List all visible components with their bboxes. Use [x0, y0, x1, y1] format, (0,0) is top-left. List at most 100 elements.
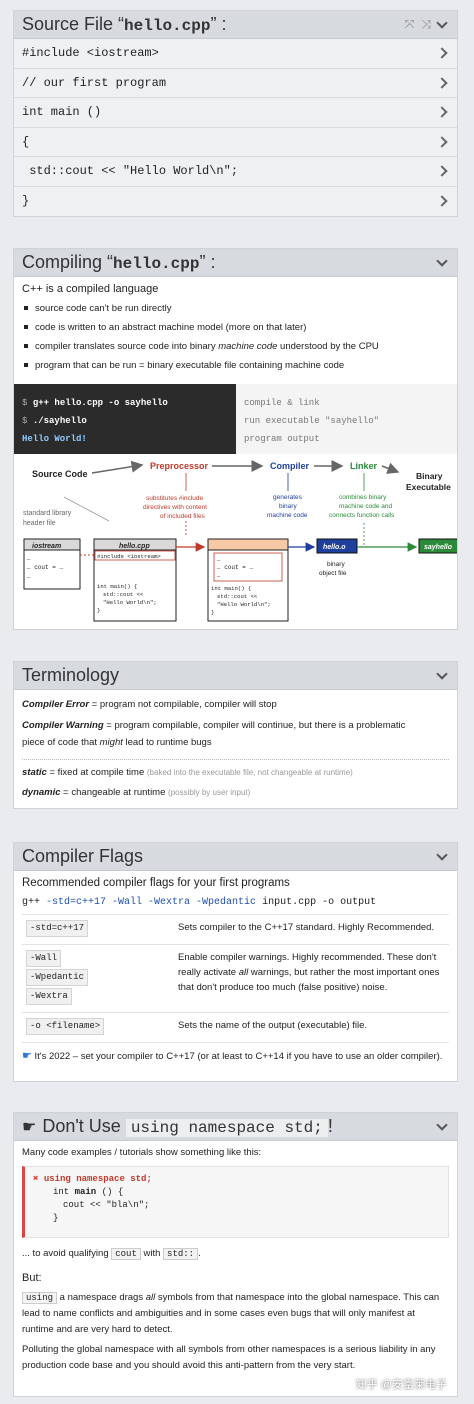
- svg-text:#include <iostream>: #include <iostream>: [97, 553, 161, 560]
- link-note-2: machine code and: [339, 503, 393, 510]
- flags-command: g++ -std=c++17 -Wall -Wextra -Wpedantic …: [22, 897, 377, 908]
- chevron-right-icon[interactable]: [437, 195, 449, 207]
- terminology-title: Terminology: [22, 665, 120, 685]
- svg-text:int main() {: int main() {: [97, 583, 137, 590]
- svg-text:std::cout <<: std::cout <<: [217, 593, 258, 600]
- flag-description: Sets the name of the output (executable)…: [174, 1012, 449, 1042]
- flag-code: -Wextra: [26, 988, 72, 1005]
- source-line[interactable]: {: [14, 127, 457, 157]
- divider: [22, 759, 449, 760]
- compiling-title: Compiling “hello.cpp” :: [22, 252, 216, 273]
- std-lib-label-1: standard library: [23, 510, 72, 517]
- svg-text:}: }: [211, 609, 214, 616]
- svg-text:"Hello World\n";: "Hello World\n";: [103, 599, 157, 606]
- flags-table: -std=c++17 Sets compiler to the C++17 st…: [22, 914, 449, 1042]
- flags-intro: Recommended compiler flags for your firs…: [22, 877, 290, 889]
- terminal-commands: $ g++ hello.cpp -o sayhello $ ./sayhello…: [14, 384, 236, 454]
- flag-description: Enable compiler warnings. Highly recomme…: [174, 944, 449, 1013]
- source-line[interactable]: #include <iostream>: [14, 39, 457, 69]
- pointing-hand-icon: ☛: [22, 1050, 32, 1062]
- svg-text:… cout = …: … cout = …: [27, 564, 63, 571]
- flags-note: ☛ It's 2022 – set your compiler to C++17…: [22, 1042, 449, 1064]
- source-line[interactable]: // our first program: [14, 68, 457, 98]
- table-row: -Wall -Wpedantic -Wextra Enable compiler w…: [22, 944, 449, 1013]
- dont-use-header[interactable]: ☛Don't Use using namespace std;!: [14, 1113, 457, 1141]
- terminology-header[interactable]: Terminology: [14, 662, 457, 690]
- collapse-all-icon[interactable]: ⤨: [421, 17, 431, 31]
- source-line[interactable]: int main (): [14, 98, 457, 128]
- svg-text:int main() {: int main() {: [211, 585, 251, 592]
- compiling-header[interactable]: Compiling “hello.cpp” :: [14, 249, 457, 277]
- compiler-warning-definition: Compiler Warning = program compilable, c…: [22, 720, 406, 748]
- terminal-comments: compile & link run executable "sayhello"…: [236, 384, 457, 454]
- static-definition: static = fixed at compile time (baked in…: [22, 767, 353, 778]
- chevron-right-icon[interactable]: [437, 136, 449, 148]
- source-file-panel: Source File “hello.cpp” : ⤧ ⤨ #include <…: [13, 10, 458, 217]
- chevron-down-icon[interactable]: [435, 669, 449, 683]
- table-row: -o <filename> Sets the name of the outpu…: [22, 1012, 449, 1042]
- list-item: program that can be run = binary executa…: [22, 356, 449, 375]
- preprocessor-label: Preprocessor: [150, 461, 209, 471]
- pre-note-3: of included files: [160, 513, 206, 520]
- thumbs-down-icon: ☛: [22, 1119, 37, 1136]
- svg-text:…: …: [217, 556, 221, 563]
- binary-executable-label-1: Binary: [416, 471, 443, 481]
- sayhello-box: sayhello: [424, 544, 453, 551]
- comp-note-3: machine code: [267, 512, 308, 519]
- dynamic-definition: dynamic = changeable at runtime (possibl…: [22, 787, 251, 798]
- svg-text:… cout = …: … cout = …: [217, 564, 253, 571]
- dont-use-intro: Many code examples / tutorials show some…: [22, 1147, 262, 1158]
- chevron-right-icon[interactable]: [437, 165, 449, 177]
- compilation-diagram: Source Code Preprocessor Compiler Linker…: [23, 460, 457, 622]
- compiler-flags-panel: Compiler Flags Recommended compiler flag…: [13, 842, 458, 1082]
- compiler-flags-header[interactable]: Compiler Flags: [14, 843, 457, 871]
- binary-executable-label-2: Executable: [406, 482, 451, 492]
- expand-all-icon[interactable]: ⤧: [404, 17, 415, 31]
- chevron-right-icon[interactable]: [437, 106, 449, 118]
- svg-text:object file: object file: [319, 570, 347, 577]
- linker-label: Linker: [350, 461, 378, 471]
- svg-text:std::cout <<: std::cout <<: [103, 591, 144, 598]
- svg-text:"Hello World\n";: "Hello World\n";: [217, 601, 271, 608]
- chevron-down-icon[interactable]: [435, 18, 449, 32]
- link-note-3: connects function calls: [329, 512, 395, 519]
- source-code-label: Source Code: [32, 469, 88, 479]
- chevron-right-icon[interactable]: [437, 77, 449, 89]
- flag-code: -std=c++17: [26, 920, 89, 937]
- watermark: 知乎 @安富莱电子: [355, 1379, 447, 1391]
- svg-text:binary: binary: [327, 561, 345, 568]
- source-line[interactable]: std::cout << "Hello World\n";: [14, 157, 457, 187]
- pre-note-2: directives with content: [143, 504, 207, 511]
- chevron-right-icon[interactable]: [437, 47, 449, 59]
- compiling-panel: Compiling “hello.cpp” : C++ is a compile…: [13, 248, 458, 630]
- svg-text:}: }: [97, 607, 100, 614]
- compiler-label: Compiler: [270, 461, 310, 471]
- list-item: code is written to an abstract machine m…: [22, 318, 449, 337]
- list-item: compiler translates source code into bin…: [22, 337, 449, 356]
- list-item: source code can't be run directly: [22, 299, 449, 318]
- svg-text:…: …: [217, 572, 221, 579]
- but-heading: But:: [22, 1272, 42, 1284]
- terminology-panel: Terminology Compiler Error = program not…: [13, 661, 458, 809]
- hello-o-box: hello.o: [323, 544, 346, 551]
- dont-use-title: ☛Don't Use using namespace std;!: [22, 1116, 333, 1137]
- chevron-down-icon[interactable]: [435, 1120, 449, 1134]
- compiled-intro: C++ is a compiled language: [22, 283, 159, 295]
- flag-code: -Wall: [26, 950, 62, 967]
- comp-note-1: generates: [273, 494, 303, 501]
- terminal-example: $ g++ hello.cpp -o sayhello $ ./sayhello…: [14, 384, 457, 454]
- compiler-error-definition: Compiler Error = program not compilable,…: [22, 699, 277, 710]
- namespace-explanation: using a namespace drags all symbols from…: [22, 1292, 440, 1335]
- source-line[interactable]: }: [14, 186, 457, 216]
- iostream-box-title: iostream: [32, 543, 61, 550]
- comp-note-2: binary: [279, 503, 297, 510]
- dont-use-panel: ☛Don't Use using namespace std;! Many co…: [13, 1112, 458, 1397]
- source-file-header[interactable]: Source File “hello.cpp” : ⤧ ⤨: [14, 11, 457, 39]
- compiler-flags-title: Compiler Flags: [22, 846, 144, 866]
- chevron-down-icon[interactable]: [435, 850, 449, 864]
- flag-code: -o <filename>: [26, 1018, 105, 1035]
- flag-code: -Wpedantic: [26, 969, 89, 986]
- chevron-down-icon[interactable]: [435, 256, 449, 270]
- thumbs-down-icon: ✖: [33, 1174, 39, 1184]
- svg-text:…: …: [27, 555, 31, 562]
